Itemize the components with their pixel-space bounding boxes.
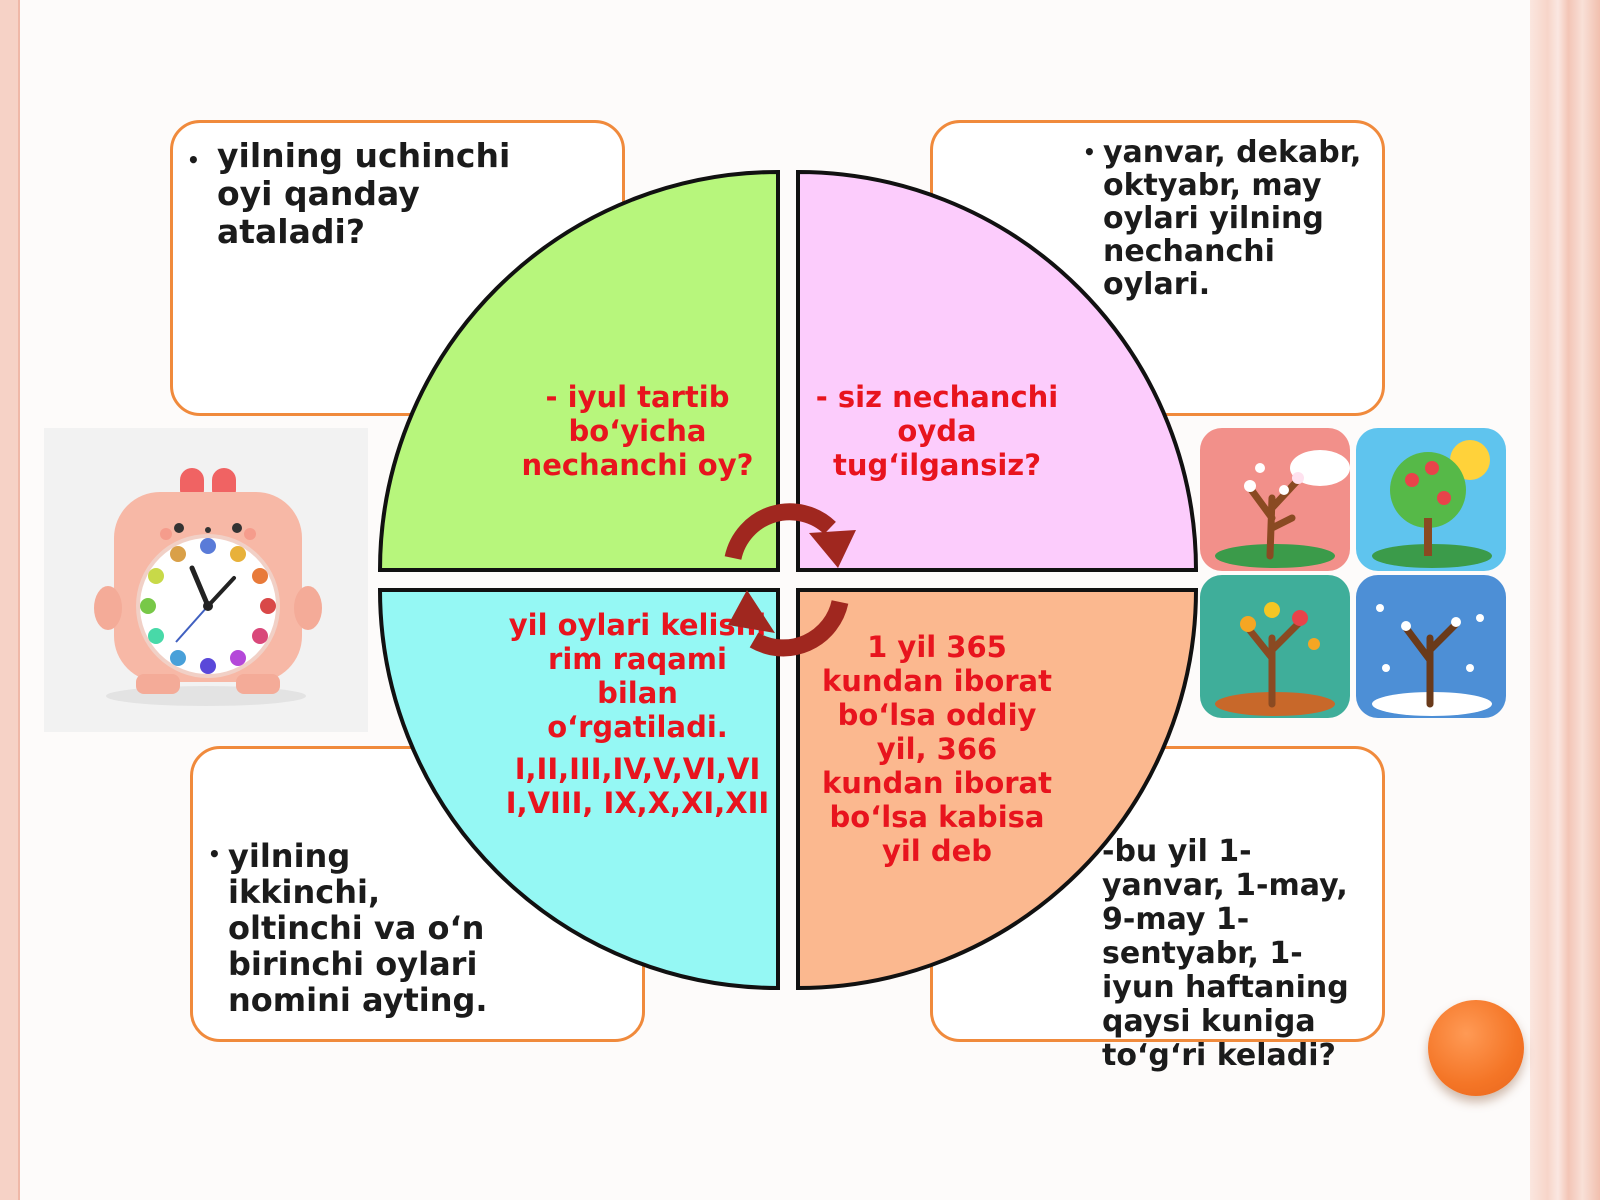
- quadrant-green: [377, 169, 780, 572]
- quadrant-orange-text: 1 yil 365 kundan iborat bo‘lsa oddiy yil…: [821, 630, 1052, 868]
- quadrant-cyan-text-line1: yil oylari kelishi rim raqami bilan o‘rg…: [508, 608, 767, 744]
- box-bottom-right-text: -bu yil 1-yanvar, 1-may, 9-may 1-sentyab…: [1102, 834, 1349, 1073]
- alarm-clock-icon: [44, 428, 368, 732]
- quadrant-pink: [796, 169, 1199, 572]
- orange-circle-decoration: [1428, 1000, 1524, 1096]
- slide-frame-right: [1530, 0, 1600, 1200]
- box-top-right-text: • yanvar, dekabr, oktyabr, may oylari yi…: [1083, 135, 1362, 302]
- box-bottom-left-text: • yilning ikkinchi, oltinchi va o‘n biri…: [208, 837, 488, 1019]
- four-seasons-trees-icon: [1200, 428, 1506, 718]
- quadrant-cyan-text: yil oylari kelishi rim raqami bilan o‘rg…: [505, 608, 770, 820]
- quadrant-cyan: [377, 588, 780, 991]
- quadrant-pink-text: - siz nechanchi oyda tug‘ilgansiz?: [815, 380, 1059, 482]
- quadrant-green-text: - iyul tartib bo‘yicha nechanchi oy?: [521, 380, 754, 482]
- slide-frame-left-line: [18, 0, 20, 1200]
- quadrant-orange: [796, 588, 1199, 991]
- box-top-left-text: • yilning uchinchi oyi qanday ataladi?: [187, 136, 511, 251]
- quadrant-cyan-text-line2: I,II,III,IV,V,VI,VII,VIII, IX,X,XI,XII: [505, 752, 770, 820]
- slide-frame-left: [0, 0, 18, 1200]
